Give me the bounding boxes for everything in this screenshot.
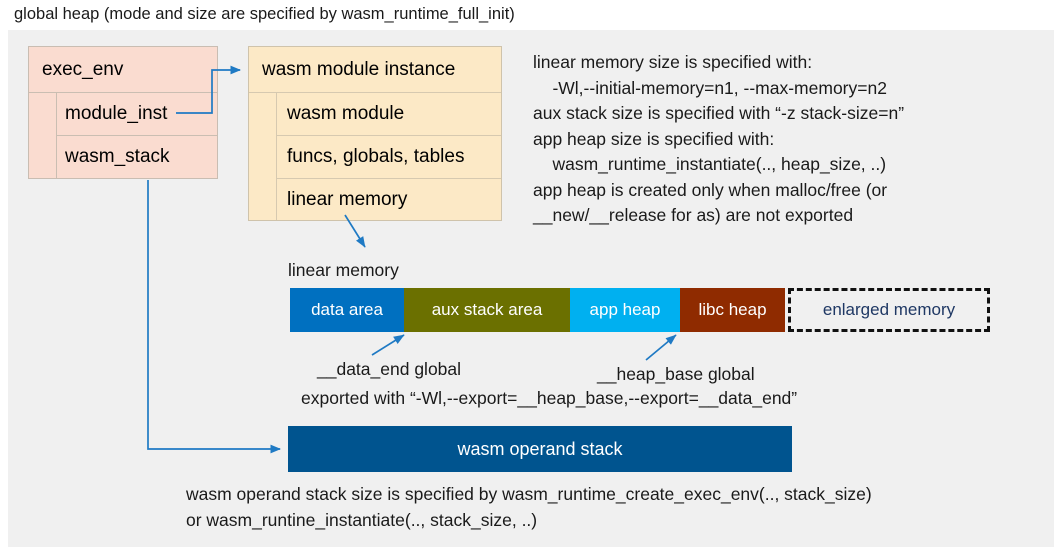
memory-segment-app-heap: app heap <box>570 288 680 332</box>
exec-env-field-module-inst: module_inst <box>56 93 217 136</box>
module-field-linear-memory: linear memory <box>287 188 408 210</box>
memory-segment-libc-heap: libc heap <box>680 288 785 332</box>
wasm-module-instance-gutter <box>249 93 277 220</box>
memory-segment-enlarged-memory: enlarged memory <box>788 288 990 332</box>
linear-memory-caption: linear memory <box>288 260 399 280</box>
memory-segment-aux-stack-area: aux stack area <box>404 288 570 332</box>
module-field-funcs-globals-tables: funcs, globals, tables <box>276 136 501 179</box>
memory-segment-data-area: data area <box>290 288 404 332</box>
wasm-operand-stack-box: wasm operand stack <box>288 426 792 472</box>
exec-env-gutter <box>29 93 57 178</box>
wasm-module-instance-title: wasm module instance <box>249 47 501 93</box>
exec-env-title: exec_env <box>29 47 217 93</box>
wasm-module-instance-struct: wasm module instance wasm module funcs, … <box>248 46 502 221</box>
operand-stack-note: wasm operand stack size is specified by … <box>186 484 872 530</box>
annotation-heap-base-global: __heap_base global <box>597 364 755 384</box>
page-title: global heap (mode and size are specified… <box>14 5 515 23</box>
memory-config-description: linear memory size is specified with: -W… <box>533 52 905 225</box>
exec-env-field-wasm-stack: wasm_stack <box>65 146 170 167</box>
module-field-wasm-module: wasm module <box>276 93 501 136</box>
annotation-exported-with: exported with “-Wl,--export=__heap_base,… <box>301 388 798 408</box>
exec-env-struct: exec_env module_inst wasm_stack <box>28 46 218 179</box>
linear-memory-bar: data area aux stack area app heap libc h… <box>290 288 990 332</box>
annotation-data-end-global: __data_end global <box>317 359 462 379</box>
